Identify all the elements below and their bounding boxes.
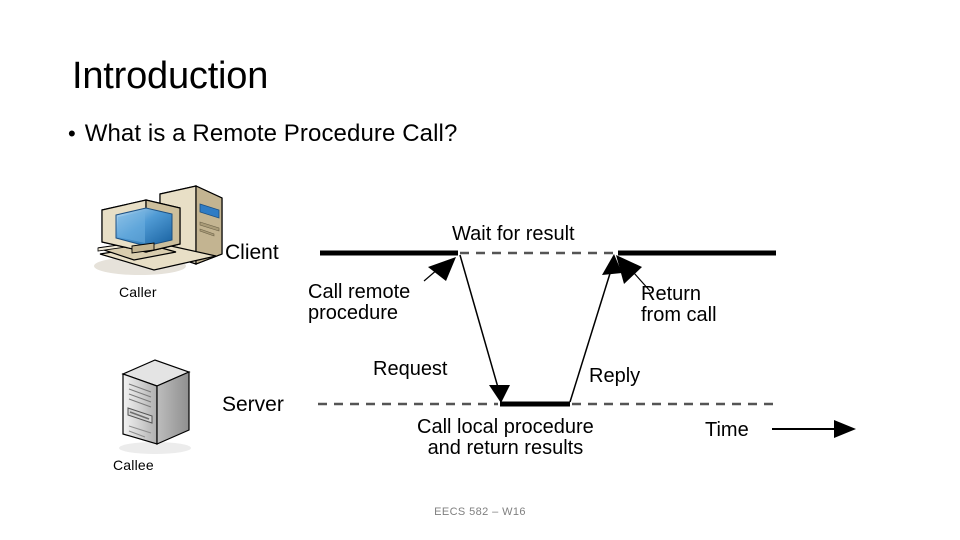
callee-label: Callee: [113, 457, 154, 473]
annotation-call-local-line1: Call local procedure: [417, 416, 594, 438]
annotation-return-from-call: Return from call: [641, 283, 717, 327]
annotation-return-line2: from call: [641, 304, 717, 327]
annotation-call-local-procedure: Call local procedure and return results: [417, 416, 594, 460]
server-lane-label: Server: [222, 393, 284, 416]
annotation-return-line1: Return: [641, 283, 702, 305]
server-tower-icon: [105, 352, 205, 457]
bullet-item: • What is a Remote Procedure Call?: [68, 120, 457, 148]
rpc-sequence-diagram: [210, 205, 960, 465]
annotation-reply: Reply: [589, 365, 641, 387]
desktop-computer-icon: [88, 182, 228, 282]
slide-footer: EECS 582 – W16: [434, 506, 526, 518]
client-lane-label: Client: [225, 241, 279, 264]
annotation-call-remote-line1: Call remote: [308, 281, 411, 303]
annotation-wait-for-result: Wait for result: [452, 223, 575, 245]
bullet-item-label: What is a Remote Procedure Call?: [84, 120, 458, 147]
annotation-call-remote-line2: procedure: [308, 302, 399, 325]
page-title: Introduction: [72, 55, 269, 97]
annotation-request: Request: [373, 358, 448, 380]
caller-label: Caller: [119, 284, 157, 300]
annotation-call-remote-procedure: Call remote procedure: [308, 281, 411, 325]
annotation-time-axis: Time: [705, 419, 749, 441]
bullet-marker-icon: •: [68, 121, 76, 146]
annotation-call-local-line2: and return results: [427, 437, 584, 460]
